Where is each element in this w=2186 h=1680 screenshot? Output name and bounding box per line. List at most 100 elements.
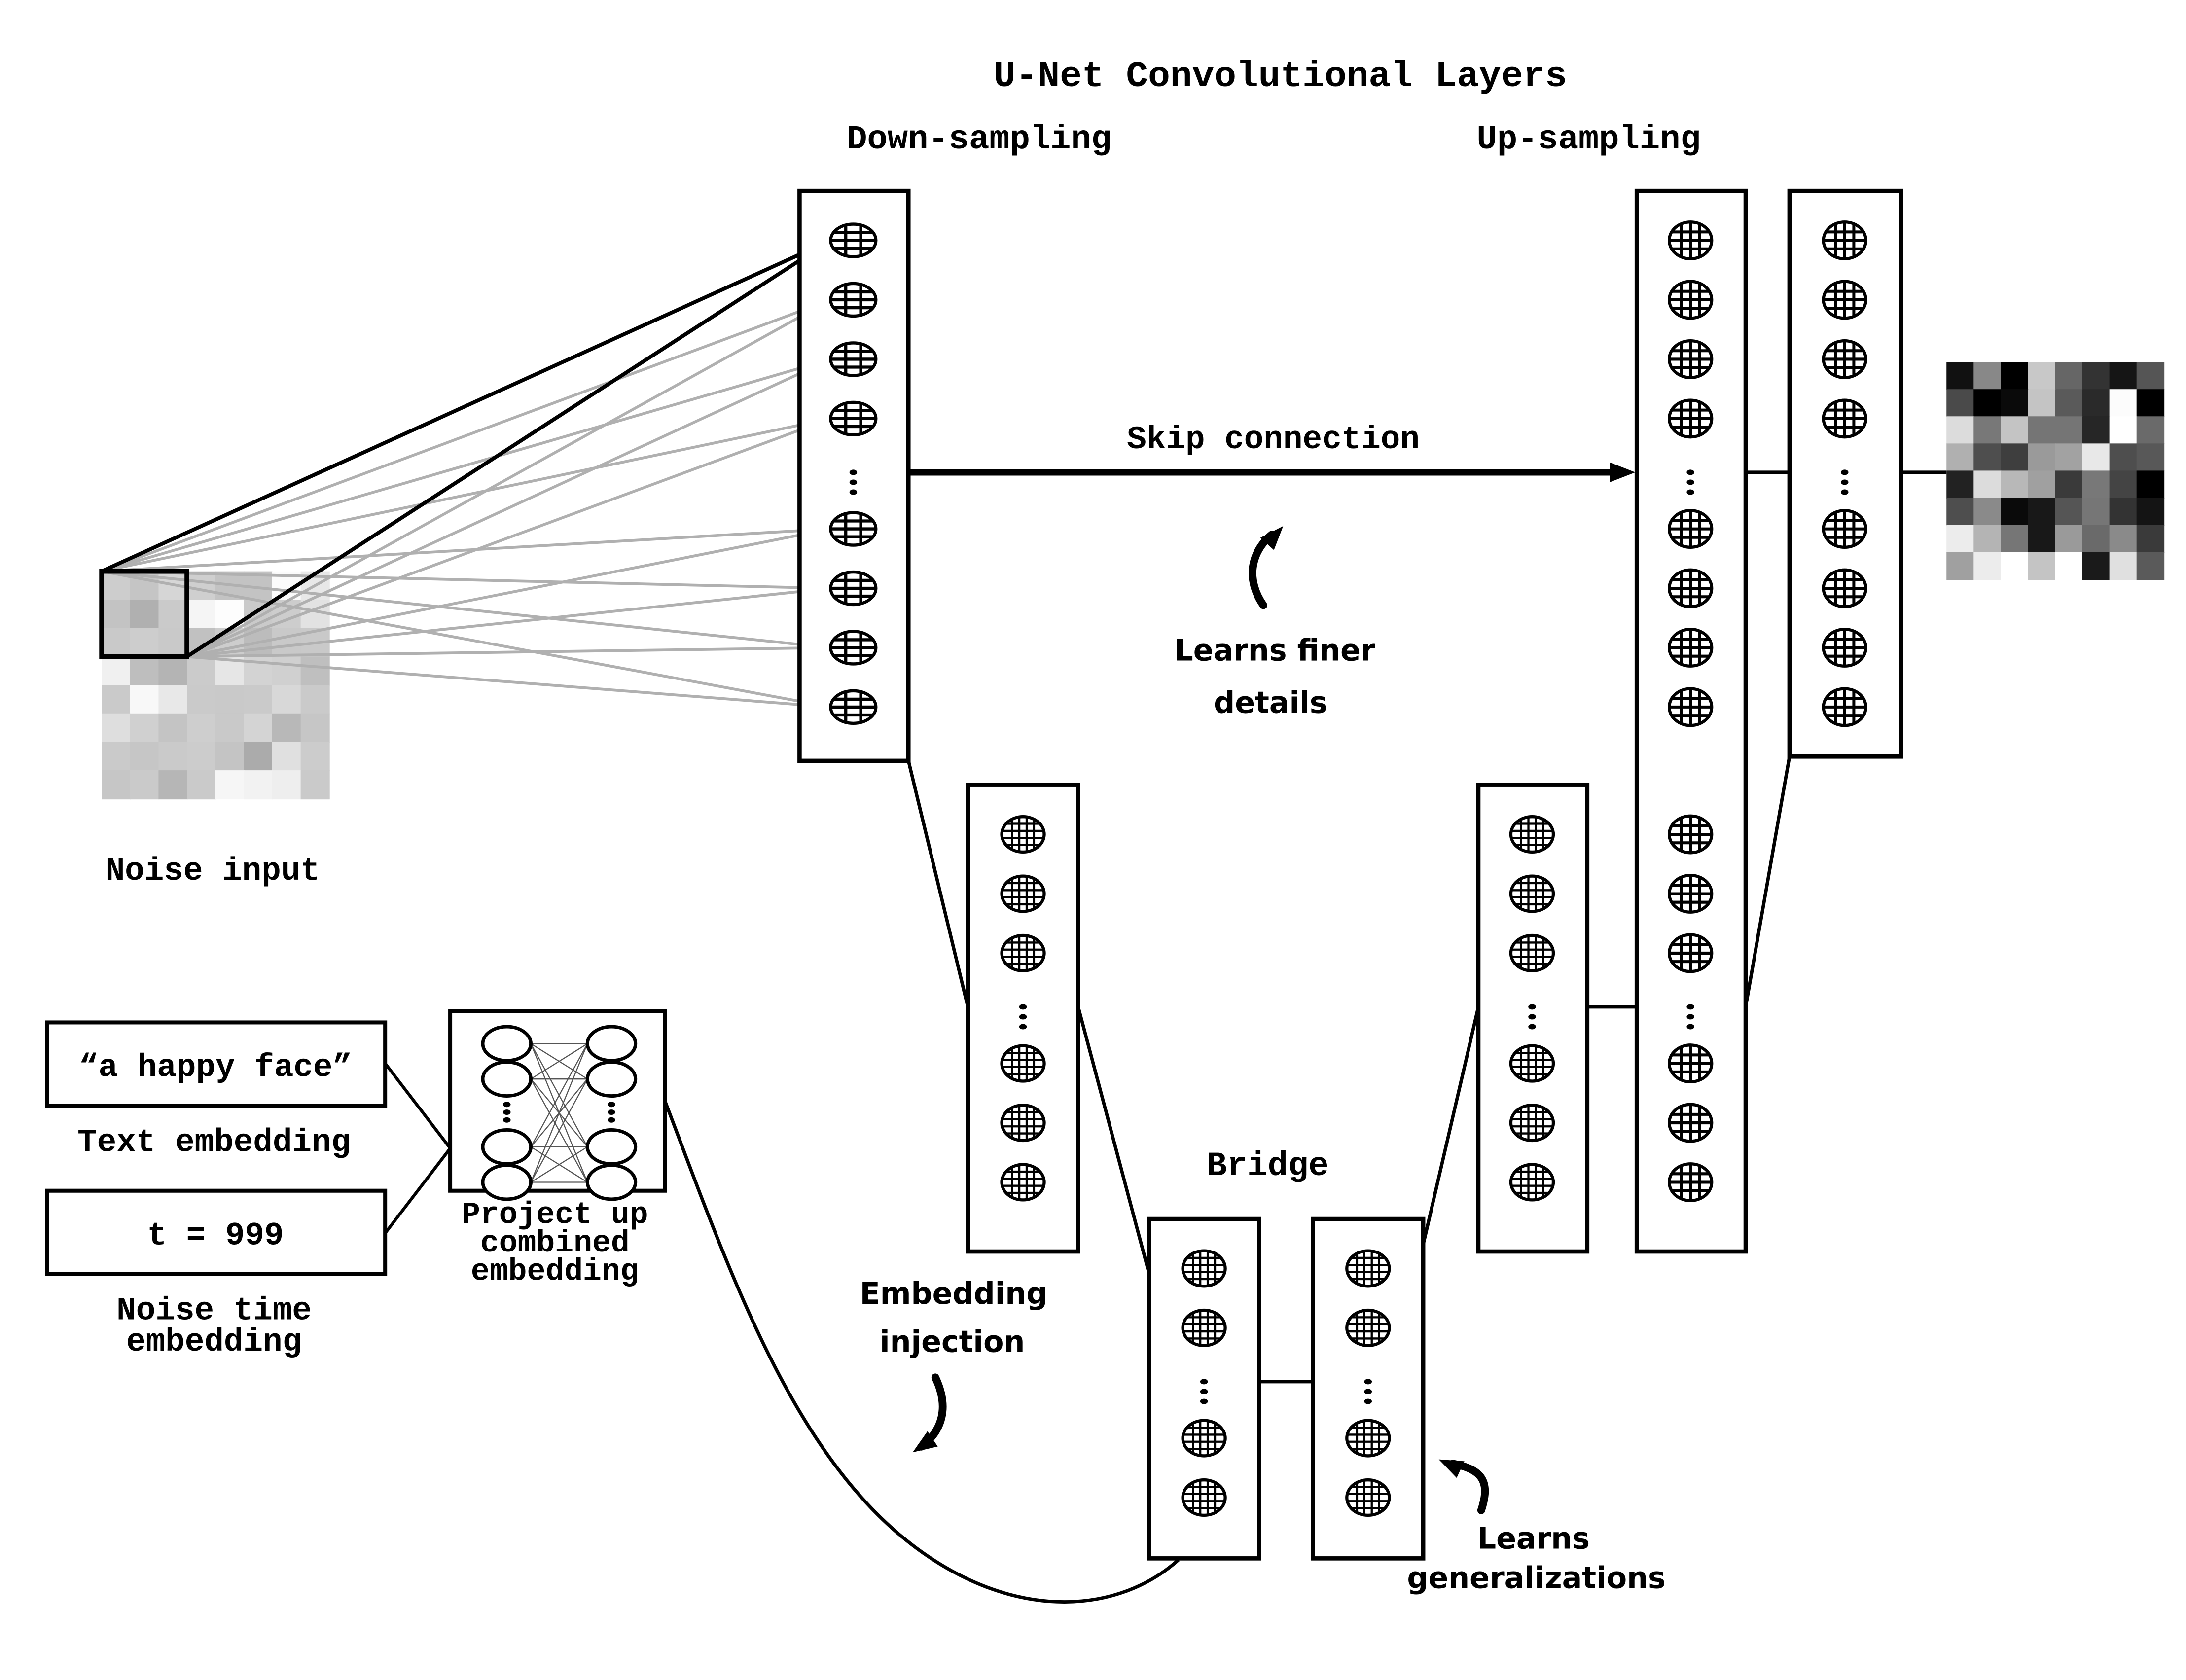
neuron-ellipse	[1509, 1163, 1555, 1202]
output-image-pixel	[1946, 470, 1974, 499]
embedding-injection-curve	[663, 1101, 1180, 1604]
noise-input-image-pixel	[215, 713, 245, 743]
output-image-pixel	[2109, 525, 2138, 553]
conv-feature-icon	[1181, 1308, 1227, 1347]
neuron-ellipse	[1509, 874, 1555, 913]
noise-input-image-pixel	[300, 685, 330, 715]
conv-feature-icon	[829, 570, 878, 607]
noise-input-image-pixel	[130, 656, 159, 686]
output-image-pixel	[2055, 416, 2083, 444]
output-image-pixel	[1973, 389, 2002, 417]
output-image-pixel	[2028, 443, 2056, 471]
ellipsis-dot	[1528, 1024, 1536, 1030]
noise-input-image-pixel	[187, 600, 216, 629]
dense-neuron-icon	[481, 1025, 533, 1063]
dense-neuron-icon	[585, 1060, 638, 1098]
connector-down1-down2	[906, 760, 970, 1007]
conv-feature-icon	[1509, 1044, 1555, 1083]
projector-weight-line	[530, 1043, 588, 1080]
ellipsis-dot	[1019, 1014, 1027, 1020]
neuron-ellipse	[1000, 933, 1046, 972]
noise-input-image-pixel	[272, 770, 302, 800]
output-image-pixel	[2136, 552, 2165, 580]
conv-feature-icon	[829, 511, 878, 547]
ellipsis-dot	[1686, 469, 1694, 475]
noise-input-image-pixel	[102, 742, 131, 771]
dense-neuron-icon	[481, 1128, 533, 1166]
projector-weight-line	[530, 1043, 588, 1182]
conv-feature-icon	[1822, 220, 1867, 260]
output-image-pixel	[2082, 525, 2111, 553]
projector-weight-line	[530, 1146, 588, 1183]
ellipsis-dot	[1686, 479, 1694, 485]
prompt-box-text: “a happy face”	[79, 1049, 352, 1086]
fan-line	[186, 655, 831, 709]
output-image-pixel	[2055, 525, 2083, 553]
output-image-pixel	[2082, 498, 2111, 526]
diagram-labels: U-Net Convolutional Layers Down-sampling…	[77, 56, 1701, 1596]
ellipsis-dot	[608, 1117, 615, 1123]
finer-details-note-1: Learns finer	[1174, 633, 1375, 668]
noise-input-image-pixel	[244, 742, 273, 771]
ellipsis-dot	[849, 469, 858, 475]
noise-input-label: Noise input	[106, 853, 320, 890]
noise-input-image-pixel	[130, 685, 159, 715]
neuron-ellipse	[1509, 1104, 1555, 1143]
conv-feature-icon	[1509, 933, 1555, 972]
ellipsis-dot	[608, 1102, 615, 1108]
noise-input-image-pixel	[102, 600, 131, 629]
output-image-pixel	[2109, 470, 2138, 499]
connector-bridge-upsmall	[1421, 1006, 1480, 1245]
neuron-ellipse	[1181, 1478, 1227, 1517]
output-image-pixel	[2055, 470, 2083, 499]
output-image-pixel	[1973, 552, 2002, 580]
generalizations-note-1: Learns	[1477, 1521, 1590, 1556]
ellipsis-dot	[1364, 1398, 1372, 1404]
output-image-pixel	[2109, 498, 2138, 526]
output-image-pixel	[2001, 416, 2029, 444]
output-image-pixel	[2055, 552, 2083, 580]
conv-feature-icon	[1667, 220, 1714, 260]
conv-feature-icon	[1000, 1044, 1046, 1083]
arrowhead	[1610, 462, 1636, 482]
text-embedding-label: Text embedding	[77, 1124, 351, 1161]
output-image-pixel	[2082, 443, 2111, 471]
output-image-pixel	[1973, 362, 2002, 390]
conv-feature-icon	[1667, 1043, 1714, 1084]
neuron-ellipse	[1000, 1163, 1046, 1202]
output-image-pixel	[2028, 498, 2056, 526]
conv-feature-icon	[1822, 568, 1867, 608]
conv-feature-icon	[1822, 398, 1867, 439]
output-image-pixel	[2001, 362, 2029, 390]
ellipsis-dot	[1528, 1004, 1536, 1010]
conv-feature-icon	[1345, 1308, 1391, 1347]
output-image-pixel	[2082, 389, 2111, 417]
neuron-ellipse	[1181, 1249, 1227, 1288]
noise-input-image-pixel	[272, 685, 302, 715]
receptive-field-edge	[101, 239, 832, 573]
ellipsis-dot	[849, 489, 858, 495]
ellipsis-dot	[1019, 1004, 1027, 1010]
connector-down2-bridge	[1076, 1006, 1151, 1273]
conv-feature-icon	[1509, 874, 1555, 913]
noise-input-image-pixel	[187, 713, 216, 743]
ellipsis-dot	[1200, 1379, 1208, 1385]
noise-input-image-pixel	[300, 713, 330, 743]
output-image-pixel	[2082, 470, 2111, 499]
conv-feature-icon	[1345, 1478, 1391, 1517]
dense-neuron-icon	[481, 1060, 533, 1098]
noise-input-image-pixel	[187, 742, 216, 771]
down-sampling-label: Down-sampling	[847, 120, 1111, 159]
fan-line	[186, 587, 831, 658]
finer-details-note-2: details	[1214, 685, 1327, 720]
neuron-ellipse	[1345, 1249, 1391, 1288]
output-image-pixel	[2082, 552, 2111, 580]
noise-input-image-pixel	[102, 713, 131, 743]
conv-column-down1-box	[797, 188, 911, 763]
output-image-pixel	[2055, 362, 2083, 390]
noise-input-image	[102, 571, 330, 800]
noise-input-image-pixel	[158, 770, 188, 800]
noise-input-image-pixel	[102, 656, 131, 686]
output-image-pixel	[1973, 498, 2002, 526]
ellipsis-dot	[1686, 1004, 1694, 1010]
